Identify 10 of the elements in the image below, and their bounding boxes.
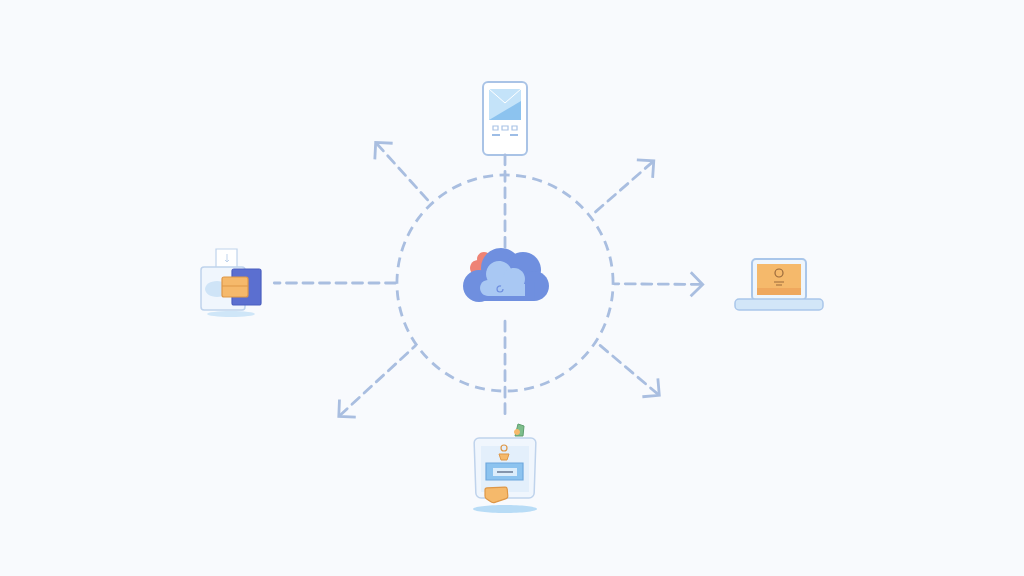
connector-line: [503, 153, 507, 250]
terminal-icon: [473, 423, 537, 513]
printer-icon: [200, 248, 262, 317]
dashed-circle: [395, 173, 615, 393]
connector-line: [272, 281, 397, 285]
arrow: [337, 344, 417, 419]
laptop-icon: [734, 258, 824, 311]
arrow: [613, 271, 705, 298]
phone-icon: [482, 81, 528, 156]
cloud-icon: [463, 248, 549, 302]
